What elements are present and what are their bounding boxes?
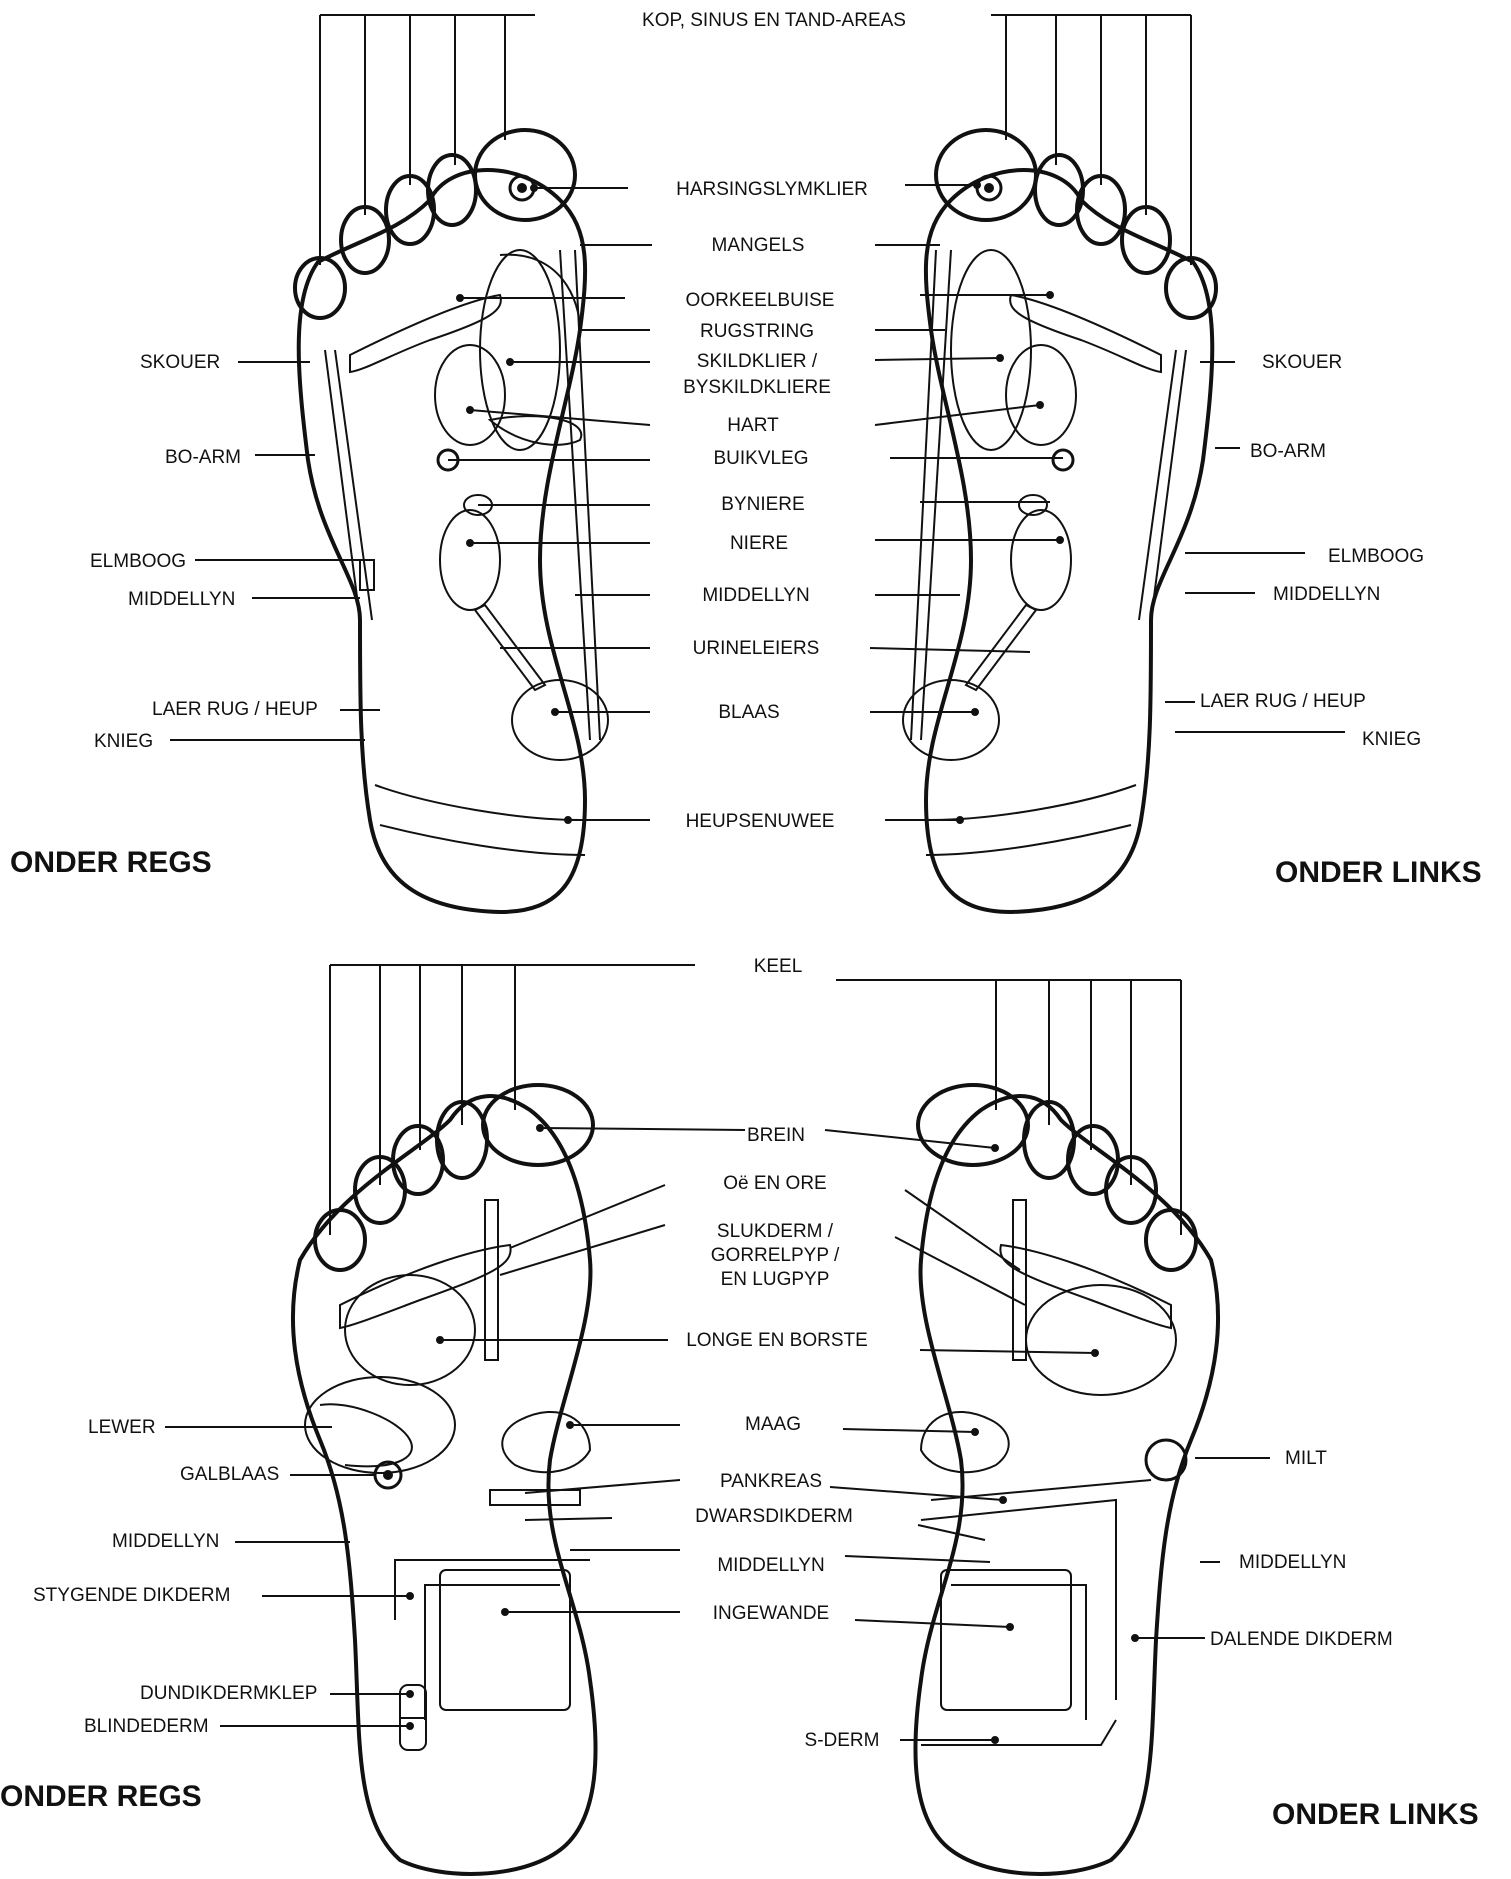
center-label: PANKREAS: [720, 1472, 822, 1491]
right-label: KNIEG: [1362, 730, 1421, 749]
center-label: LONGE EN BORSTE: [686, 1331, 868, 1350]
spleen-point: [1146, 1440, 1186, 1480]
toe-3: [386, 176, 434, 244]
right-label: BO-ARM: [1250, 442, 1326, 461]
center-label: SKILDKLIER /: [697, 352, 817, 371]
center-label: SLUKDERM /: [717, 1222, 833, 1241]
center-label: INGEWANDE: [713, 1604, 829, 1623]
center-label: BREIN: [747, 1126, 805, 1145]
foot-outline: [915, 1096, 1218, 1874]
intestine-area: [440, 1570, 570, 1710]
left-label: GALBLAAS: [180, 1465, 279, 1484]
bottom-right-foot: [293, 965, 695, 1874]
top-left-foot: [903, 15, 1216, 912]
left-label: KNIEG: [94, 732, 153, 751]
left-label: LEWER: [88, 1418, 156, 1437]
center-label: OORKEELBUISE: [686, 291, 835, 310]
left-label: BLINDEDERM: [84, 1717, 209, 1736]
title-left-sole: ONDER LINKS: [1275, 858, 1482, 888]
center-label: BYSKILDKLIERE: [683, 378, 831, 397]
center-label: BUIKVLEG: [713, 449, 808, 468]
right-label: DALENDE DIKDERM: [1210, 1630, 1393, 1649]
left-label: STYGENDE DIKDERM: [33, 1586, 230, 1605]
right-label: MIDDELLYN: [1239, 1553, 1346, 1572]
right-label: MIDDELLYN: [1273, 585, 1380, 604]
left-label: SKOUER: [140, 353, 220, 372]
center-label: HEUPSENUWEE: [686, 812, 835, 831]
center-label: GORRELPYP /: [711, 1246, 839, 1265]
center-label: EN LUGPYP: [721, 1270, 830, 1289]
title-right-sole: ONDER REGS: [0, 1782, 202, 1812]
center-label: MAAG: [745, 1415, 801, 1434]
header-label: KOP, SINUS EN TAND-AREAS: [642, 11, 906, 30]
top-right-foot: [295, 15, 608, 912]
center-label: BYNIERE: [721, 495, 804, 514]
title-right-sole: ONDER REGS: [10, 848, 212, 878]
center-label: DWARSDIKDERM: [695, 1507, 853, 1526]
center-label: NIERE: [730, 534, 788, 553]
left-label: MIDDELLYN: [128, 590, 235, 609]
center-label: BLAAS: [718, 703, 779, 722]
title-left-sole: ONDER LINKS: [1272, 1800, 1479, 1830]
center-label: URINELEIERS: [693, 639, 820, 658]
left-label: LAER RUG / HEUP: [152, 700, 318, 719]
right-label: ELMBOOG: [1328, 547, 1424, 566]
center-label: Oë EN ORE: [723, 1174, 826, 1193]
right-label: LAER RUG / HEUP: [1200, 692, 1366, 711]
center-label: S-DERM: [805, 1731, 880, 1750]
center-label: MIDDELLYN: [702, 586, 809, 605]
left-label: BO-ARM: [165, 448, 241, 467]
header-label: KEEL: [754, 957, 803, 976]
center-label: RUGSTRING: [700, 322, 814, 341]
bottom-left-foot: [836, 980, 1218, 1874]
center-label: MANGELS: [712, 236, 805, 255]
left-label: ELMBOOG: [90, 552, 186, 571]
center-label: MIDDELLYN: [717, 1556, 824, 1575]
toe-5: [295, 258, 345, 318]
center-label: HART: [727, 416, 778, 435]
left-label: DUNDIKDERMKLEP: [140, 1684, 317, 1703]
left-label: MIDDELLYN: [112, 1532, 219, 1551]
right-label: SKOUER: [1262, 353, 1342, 372]
right-label: MILT: [1285, 1449, 1327, 1468]
center-label: HARSINGSLYMKLIER: [676, 180, 868, 199]
foot-outline: [293, 1096, 596, 1874]
